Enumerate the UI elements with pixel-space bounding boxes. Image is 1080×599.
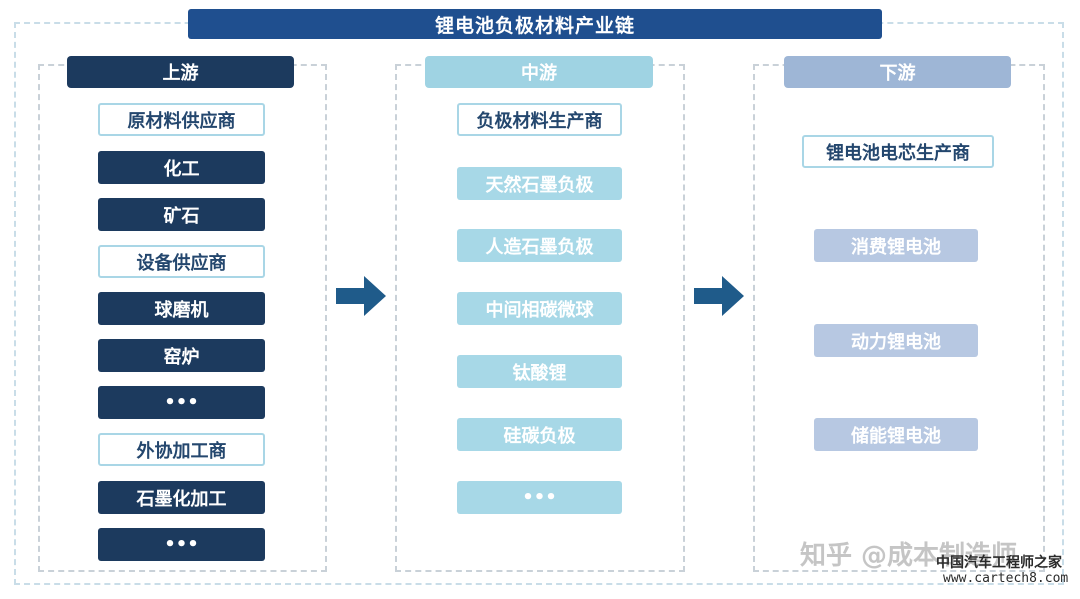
arrow-right-icon [694, 276, 744, 316]
downstream-item-storage-battery: 储能锂电池 [814, 418, 978, 451]
midstream-item-natural-graphite: 天然石墨负极 [457, 167, 622, 200]
zhihu-watermark: 知乎 @成本制造师 [800, 541, 1018, 571]
upstream-item-raw-material-supplier: 原材料供应商 [98, 103, 265, 136]
upstream-item-ellipsis-1: ••• [98, 386, 265, 419]
upstream-item-kiln: 窑炉 [98, 339, 265, 372]
midstream-item-anode-producer: 负极材料生产商 [457, 103, 622, 136]
downstream-item-cell-producer: 锂电池电芯生产商 [802, 135, 994, 168]
midstream-header: 中游 [425, 56, 653, 88]
midstream-item-lithium-titanate: 钛酸锂 [457, 355, 622, 388]
site-url-watermark: www.cartech8.com [943, 571, 1069, 586]
upstream-item-chemical: 化工 [98, 151, 265, 184]
arrow-right-icon [336, 276, 386, 316]
midstream-item-mcmb: 中间相碳微球 [457, 292, 622, 325]
upstream-item-ellipsis-2: ••• [98, 528, 265, 561]
downstream-item-consumer-battery: 消费锂电池 [814, 229, 978, 262]
midstream-item-artificial-graphite: 人造石墨负极 [457, 229, 622, 262]
midstream-item-ellipsis: ••• [457, 481, 622, 514]
upstream-item-ball-mill: 球磨机 [98, 292, 265, 325]
upstream-item-equipment-supplier: 设备供应商 [98, 245, 265, 278]
downstream-header: 下游 [784, 56, 1011, 88]
downstream-item-power-battery: 动力锂电池 [814, 324, 978, 357]
upstream-item-graphitization: 石墨化加工 [98, 481, 265, 514]
upstream-item-ore: 矿石 [98, 198, 265, 231]
site-name-watermark: 中国汽车工程师之家 [936, 555, 1062, 571]
midstream-item-silicon-carbon: 硅碳负极 [457, 418, 622, 451]
upstream-header: 上游 [67, 56, 294, 88]
diagram-title: 锂电池负极材料产业链 [188, 9, 882, 39]
upstream-item-outsourced-processor: 外协加工商 [98, 433, 265, 466]
